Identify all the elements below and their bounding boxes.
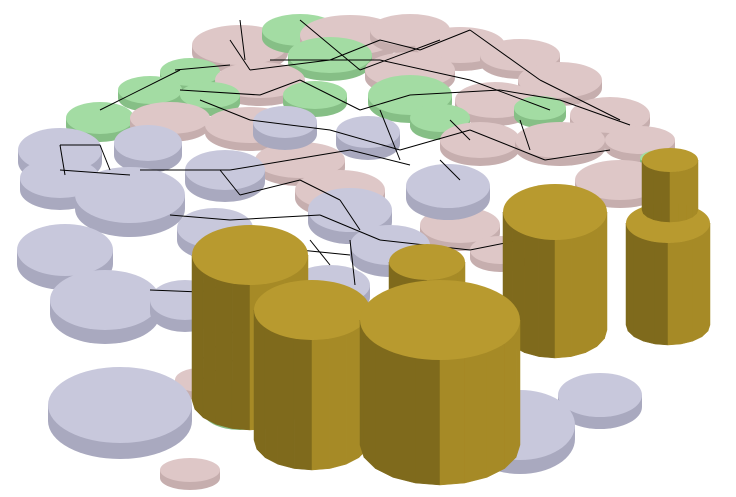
network-edge: [449, 119, 471, 141]
network-edge: [174, 64, 231, 71]
lavender-disc: [558, 373, 642, 429]
network-edge: [99, 69, 181, 111]
network-edge: [379, 109, 401, 161]
network-edge: [99, 144, 111, 171]
network-edge: [239, 179, 301, 196]
network-edge: [359, 94, 411, 111]
network-edge: [199, 99, 251, 121]
lavender-disc: [75, 167, 185, 237]
network-edge: [349, 239, 356, 286]
green-disc: [288, 37, 372, 81]
lavender-disc: [253, 106, 317, 150]
network-edge: [149, 289, 201, 293]
network-edge: [419, 29, 471, 51]
network-edge: [299, 249, 351, 256]
lavender-disc: [336, 116, 400, 160]
network-edge: [59, 169, 131, 176]
network-edge: [249, 119, 331, 131]
lavender-disc: [50, 270, 160, 344]
network-edge: [289, 149, 351, 161]
network-edge: [219, 169, 241, 196]
network-edge: [409, 89, 501, 96]
network-edge: [559, 99, 631, 126]
lavender-disc: [114, 125, 182, 173]
network-edge: [439, 159, 461, 181]
network-edge: [229, 39, 251, 71]
network-edge: [539, 79, 621, 121]
network-edge: [379, 39, 421, 51]
network-edge: [239, 19, 246, 61]
network-edge: [349, 149, 411, 166]
network-edge: [229, 214, 321, 221]
gold-cylinder: [641, 148, 699, 223]
network-edge: [299, 19, 361, 71]
pink-disc: [440, 122, 520, 166]
gold-cylinder-layer: [191, 148, 711, 486]
network-edge: [359, 39, 441, 71]
network-edge: [469, 79, 551, 111]
network-edge: [299, 79, 361, 111]
network-edge: [379, 59, 471, 81]
network-edge: [469, 29, 541, 81]
network-edge: [399, 129, 471, 151]
gold-cylinder: [502, 184, 608, 359]
network-edge: [329, 39, 381, 61]
flat-disc-layer: [17, 14, 680, 490]
network-edge: [229, 159, 291, 171]
gold-cylinder: [253, 280, 371, 471]
pink-disc: [515, 122, 605, 166]
network-edge: [319, 214, 381, 241]
gold-cylinder: [625, 203, 711, 346]
lavender-disc: [48, 367, 192, 459]
pink-disc: [160, 458, 220, 490]
lavender-disc: [406, 164, 490, 220]
network-edge: [179, 89, 261, 96]
network-edge: [299, 179, 341, 201]
network-edge: [544, 149, 611, 161]
network-edge: [469, 129, 546, 161]
network-edge: [519, 119, 531, 151]
network-edge: [169, 214, 231, 221]
network-edge: [259, 79, 301, 96]
network-edge: [329, 129, 401, 151]
network-edge: [249, 59, 331, 71]
gold-cylinder: [359, 280, 521, 486]
network-edge: [499, 89, 561, 101]
network-edge: [339, 199, 361, 231]
